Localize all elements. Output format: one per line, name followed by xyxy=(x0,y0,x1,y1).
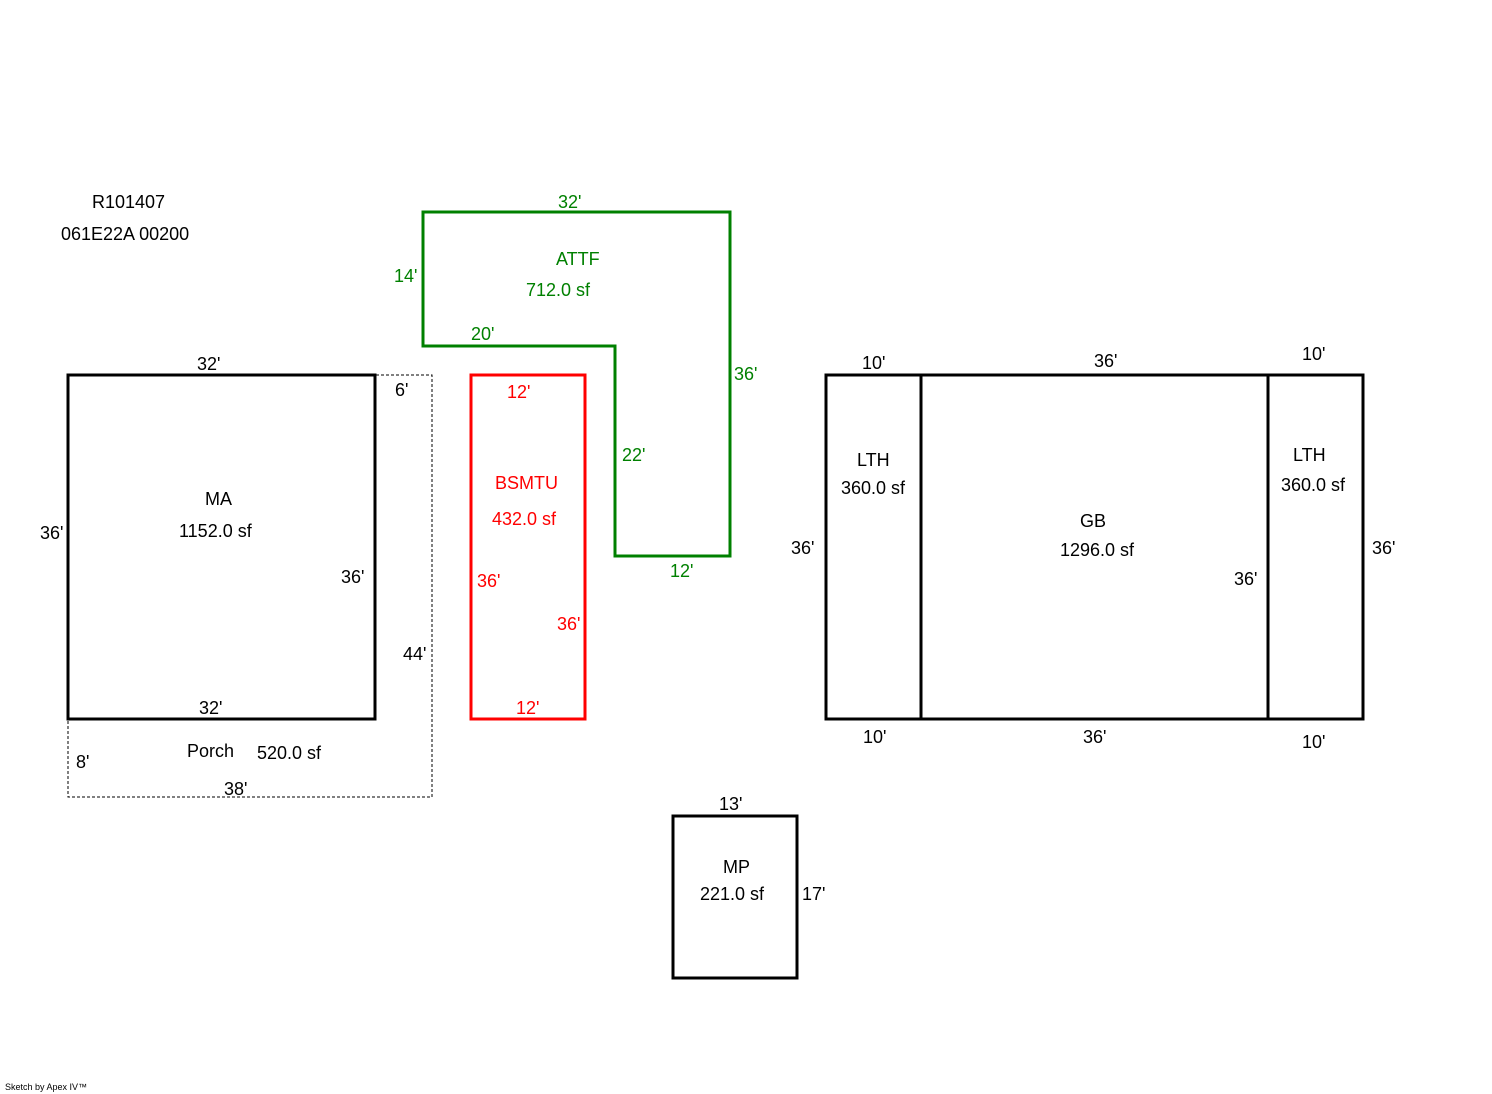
lth-right-outline xyxy=(1266,373,1365,721)
porch-area-value: 520.0 sf xyxy=(257,743,322,763)
porch-area: Porch 520.0 sf 6' 44' 8' 38' xyxy=(67,374,433,799)
mp-dim-right: 17' xyxy=(802,884,825,904)
lth-right-dim-top: 10' xyxy=(1302,344,1325,364)
gb-dim-bottom: 36' xyxy=(1083,727,1106,747)
porch-outline xyxy=(67,374,433,798)
attf-outline xyxy=(421,210,732,558)
sketch-credit: Sketch by Apex IV™ xyxy=(5,1082,87,1092)
bsmtu-dim-top: 12' xyxy=(507,382,530,402)
porch-dim-right: 44' xyxy=(403,644,426,664)
ma-dim-top: 32' xyxy=(197,354,220,374)
ma-dim-left: 36' xyxy=(40,523,63,543)
mp-label: MP xyxy=(723,857,750,877)
bsmtu-label: BSMTU xyxy=(495,473,558,493)
ma-outline xyxy=(66,373,377,721)
bsmtu-dim-right: 36' xyxy=(557,614,580,634)
parcel-id: R101407 xyxy=(92,192,165,212)
attf-dim-inner-v: 22' xyxy=(622,445,645,465)
bsmtu-dim-bottom: 12' xyxy=(516,698,539,718)
mp-area: MP 221.0 sf 13' 17' xyxy=(671,794,825,980)
bsmtu-area: BSMTU 432.0 sf 12' 36' 36' 12' xyxy=(469,373,587,721)
gb-area-value: 1296.0 sf xyxy=(1060,540,1135,560)
lth-left-area-value: 360.0 sf xyxy=(841,478,906,498)
lth-right-area-value: 360.0 sf xyxy=(1281,475,1346,495)
lth-right-label: LTH xyxy=(1293,445,1326,465)
attf-dim-inner-h: 20' xyxy=(471,324,494,344)
attf-dim-right: 36' xyxy=(734,364,757,384)
lth-left-outline xyxy=(824,373,923,721)
mp-outline xyxy=(671,814,799,980)
lth-left-dim-left: 36' xyxy=(791,538,814,558)
ma-area: MA 1152.0 sf 32' 36' 36' 32' xyxy=(40,354,377,721)
porch-dim-bottom: 38' xyxy=(224,779,247,799)
ma-area-value: 1152.0 sf xyxy=(179,521,253,541)
lth-right-dim-bottom: 10' xyxy=(1302,732,1325,752)
ma-label: MA xyxy=(205,489,232,509)
attf-area-value: 712.0 sf xyxy=(526,280,591,300)
gb-label: GB xyxy=(1080,511,1106,531)
attf-label: ATTF xyxy=(556,249,600,269)
ma-dim-right: 36' xyxy=(341,567,364,587)
mp-dim-top: 13' xyxy=(719,794,742,814)
lth-left-label: LTH xyxy=(857,450,890,470)
lth-right-dim-right: 36' xyxy=(1372,538,1395,558)
lth-left-dim-top: 10' xyxy=(862,353,885,373)
attf-dim-left: 14' xyxy=(394,266,417,286)
lth-left-dim-bottom: 10' xyxy=(863,727,886,747)
lth-right-area: LTH 360.0 sf 10' 36' 10' xyxy=(1266,344,1395,752)
attf-area: ATTF 712.0 sf 32' 14' 20' 22' 36' 12' xyxy=(394,192,757,581)
porch-dim-left: 8' xyxy=(76,752,89,772)
lth-left-area: LTH 360.0 sf 10' 36' 10' xyxy=(791,353,923,747)
porch-dim-top: 6' xyxy=(395,380,408,400)
attf-dim-top: 32' xyxy=(558,192,581,212)
map-number: 061E22A 00200 xyxy=(61,224,189,244)
gb-dim-right: 36' xyxy=(1234,569,1257,589)
mp-area-value: 221.0 sf xyxy=(700,884,765,904)
bsmtu-outline xyxy=(469,373,587,721)
ma-dim-bottom: 32' xyxy=(199,698,222,718)
gb-area: GB 1296.0 sf 36' 36' 36' xyxy=(919,351,1270,747)
attf-dim-bottom: 12' xyxy=(670,561,693,581)
gb-dim-top: 36' xyxy=(1094,351,1117,371)
porch-label: Porch xyxy=(187,741,234,761)
bsmtu-dim-left: 36' xyxy=(477,571,500,591)
bsmtu-area-value: 432.0 sf xyxy=(492,509,557,529)
